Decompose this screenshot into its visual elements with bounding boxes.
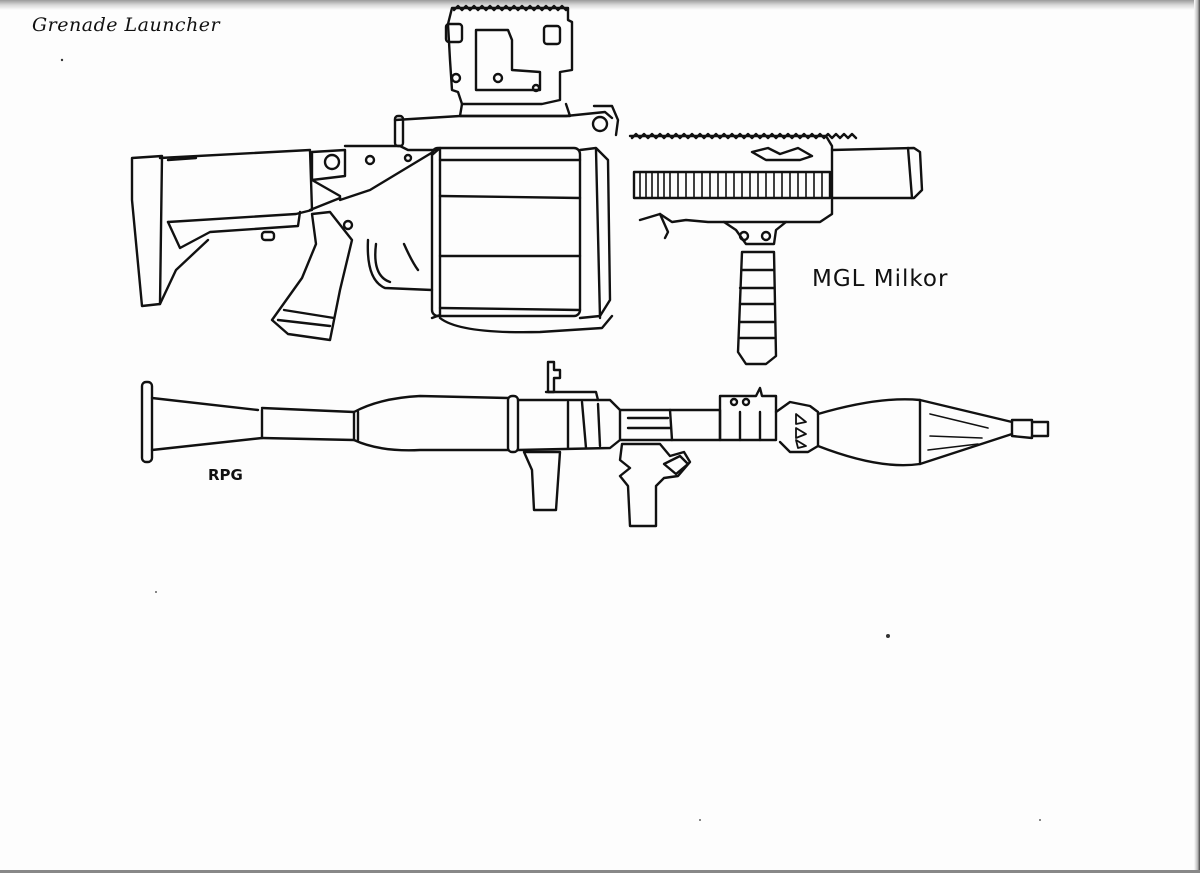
rpg-rear-flare	[140, 380, 264, 464]
rpg-grip-section	[506, 360, 622, 512]
mgl-cylinder	[430, 146, 614, 334]
mgl-drawing	[130, 4, 924, 366]
scan-edge-bottom	[0, 870, 1200, 873]
rpg-drawing	[140, 360, 1050, 528]
mgl-barrel-shroud	[628, 132, 858, 240]
rpg-tube	[260, 394, 510, 452]
mgl-foregrip	[722, 220, 788, 366]
mgl-label: MGL Milkor	[812, 266, 949, 292]
sheet-title: Grenade Launcher	[32, 14, 221, 36]
rpg-front-grip	[522, 450, 562, 512]
rpg-trigger-section	[618, 386, 778, 528]
rpg-warhead	[774, 398, 1050, 467]
rpg-pistol-grip	[618, 442, 692, 528]
scan-edge-top	[0, 0, 1200, 10]
scan-specks	[60, 58, 1041, 821]
mgl-sight	[444, 4, 574, 118]
rpg-label: RPG	[208, 466, 243, 484]
mgl-pistol-grip	[270, 210, 354, 342]
mgl-barrel	[830, 146, 924, 200]
scan-edge-right	[1194, 0, 1200, 873]
mgl-stock	[130, 148, 314, 308]
